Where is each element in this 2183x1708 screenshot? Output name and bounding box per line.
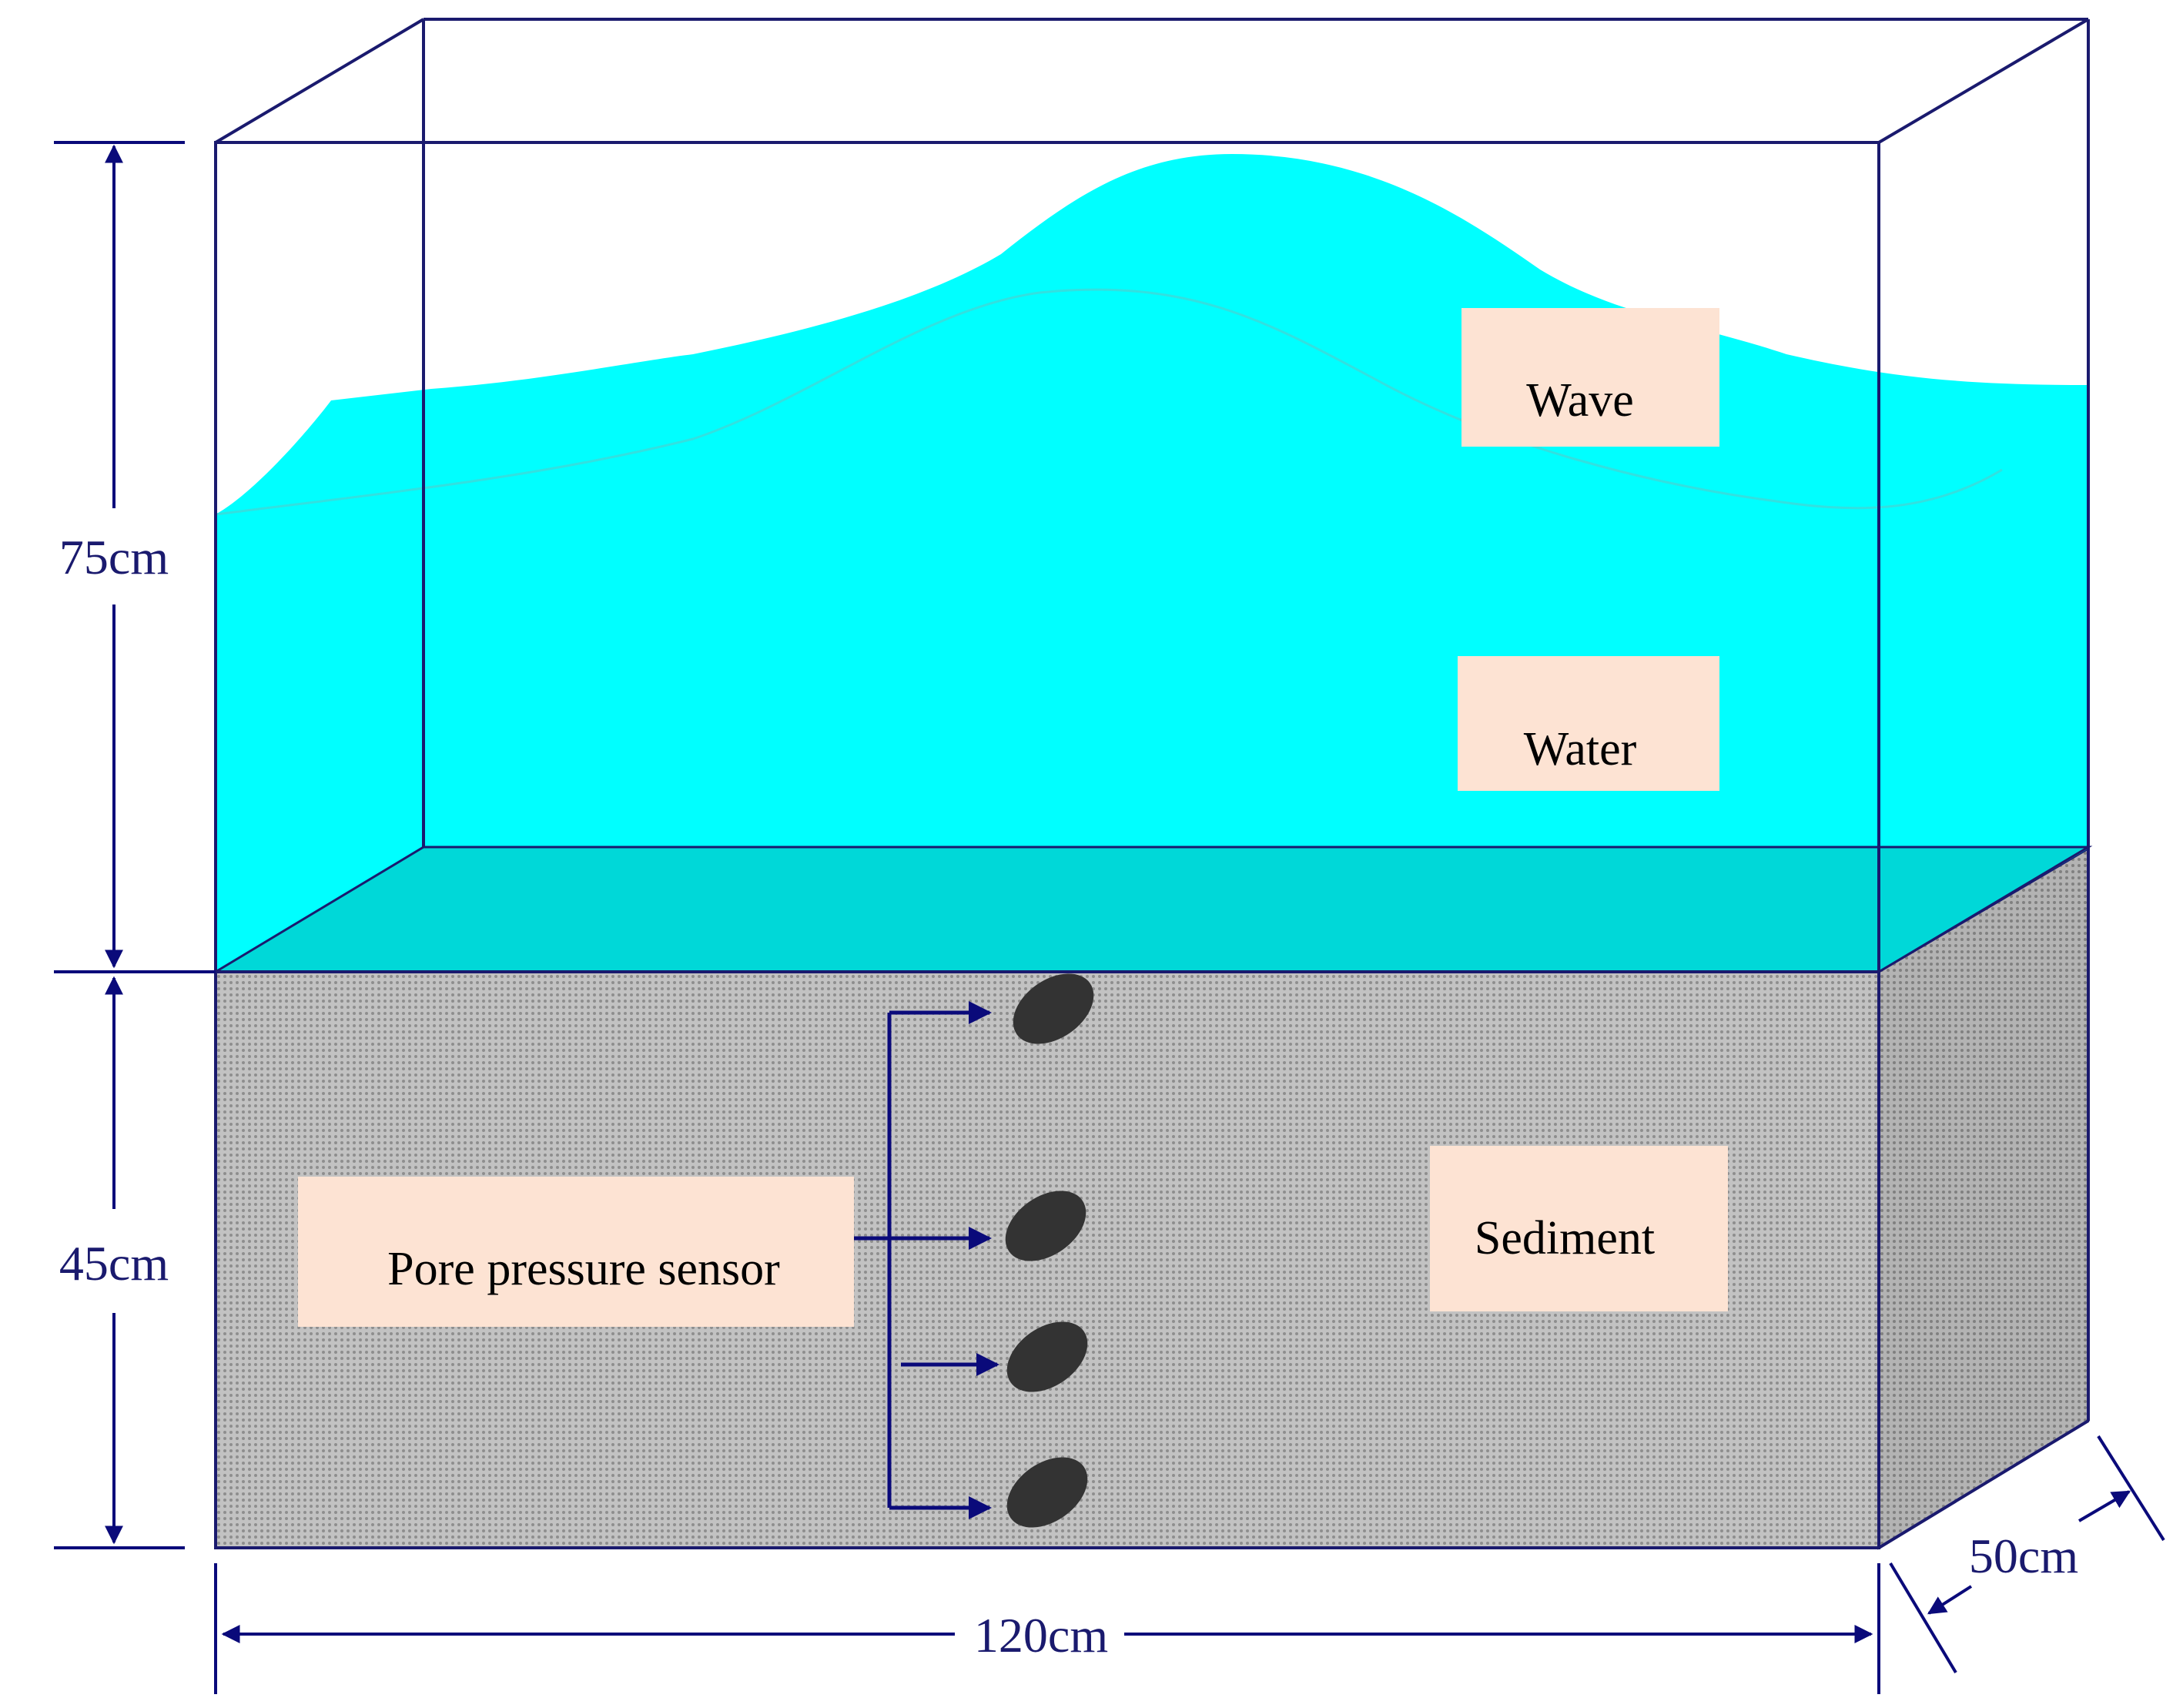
width-dimension (1889, 1435, 2165, 1674)
length-label: 120cm (974, 1608, 1108, 1663)
sensor-leaders (854, 1013, 892, 1508)
sensor-icon-1 (1013, 973, 1094, 1044)
water-label-box: Water (1458, 656, 1719, 791)
sensor-label-box: Pore pressure sensor (298, 1177, 854, 1327)
sensor-icon-2 (1005, 1191, 1086, 1261)
water-label: Water (1524, 723, 1637, 775)
sensor-icon-4 (1006, 1457, 1088, 1528)
wave-label-box: Wave (1461, 308, 1719, 447)
length-dimension (214, 1563, 1880, 1694)
sediment-depth-label: 45cm (59, 1236, 169, 1291)
width-label: 50cm (1969, 1529, 2078, 1583)
sensor-icon-3 (1006, 1321, 1088, 1392)
sediment-label-box: Sediment (1430, 1146, 1728, 1311)
sensor-label: Pore pressure sensor (387, 1243, 780, 1295)
water-depth-label: 75cm (59, 530, 169, 584)
sensor-arrows (889, 1001, 999, 1519)
wave-back-ridge (215, 288, 2003, 516)
sensors (1005, 973, 1094, 1528)
wave-label: Wave (1526, 374, 1634, 427)
height-dimensions (54, 141, 216, 1549)
sediment-label: Sediment (1475, 1212, 1655, 1264)
sediment-top-surface (211, 846, 2093, 973)
tank-frame (214, 18, 2090, 1549)
